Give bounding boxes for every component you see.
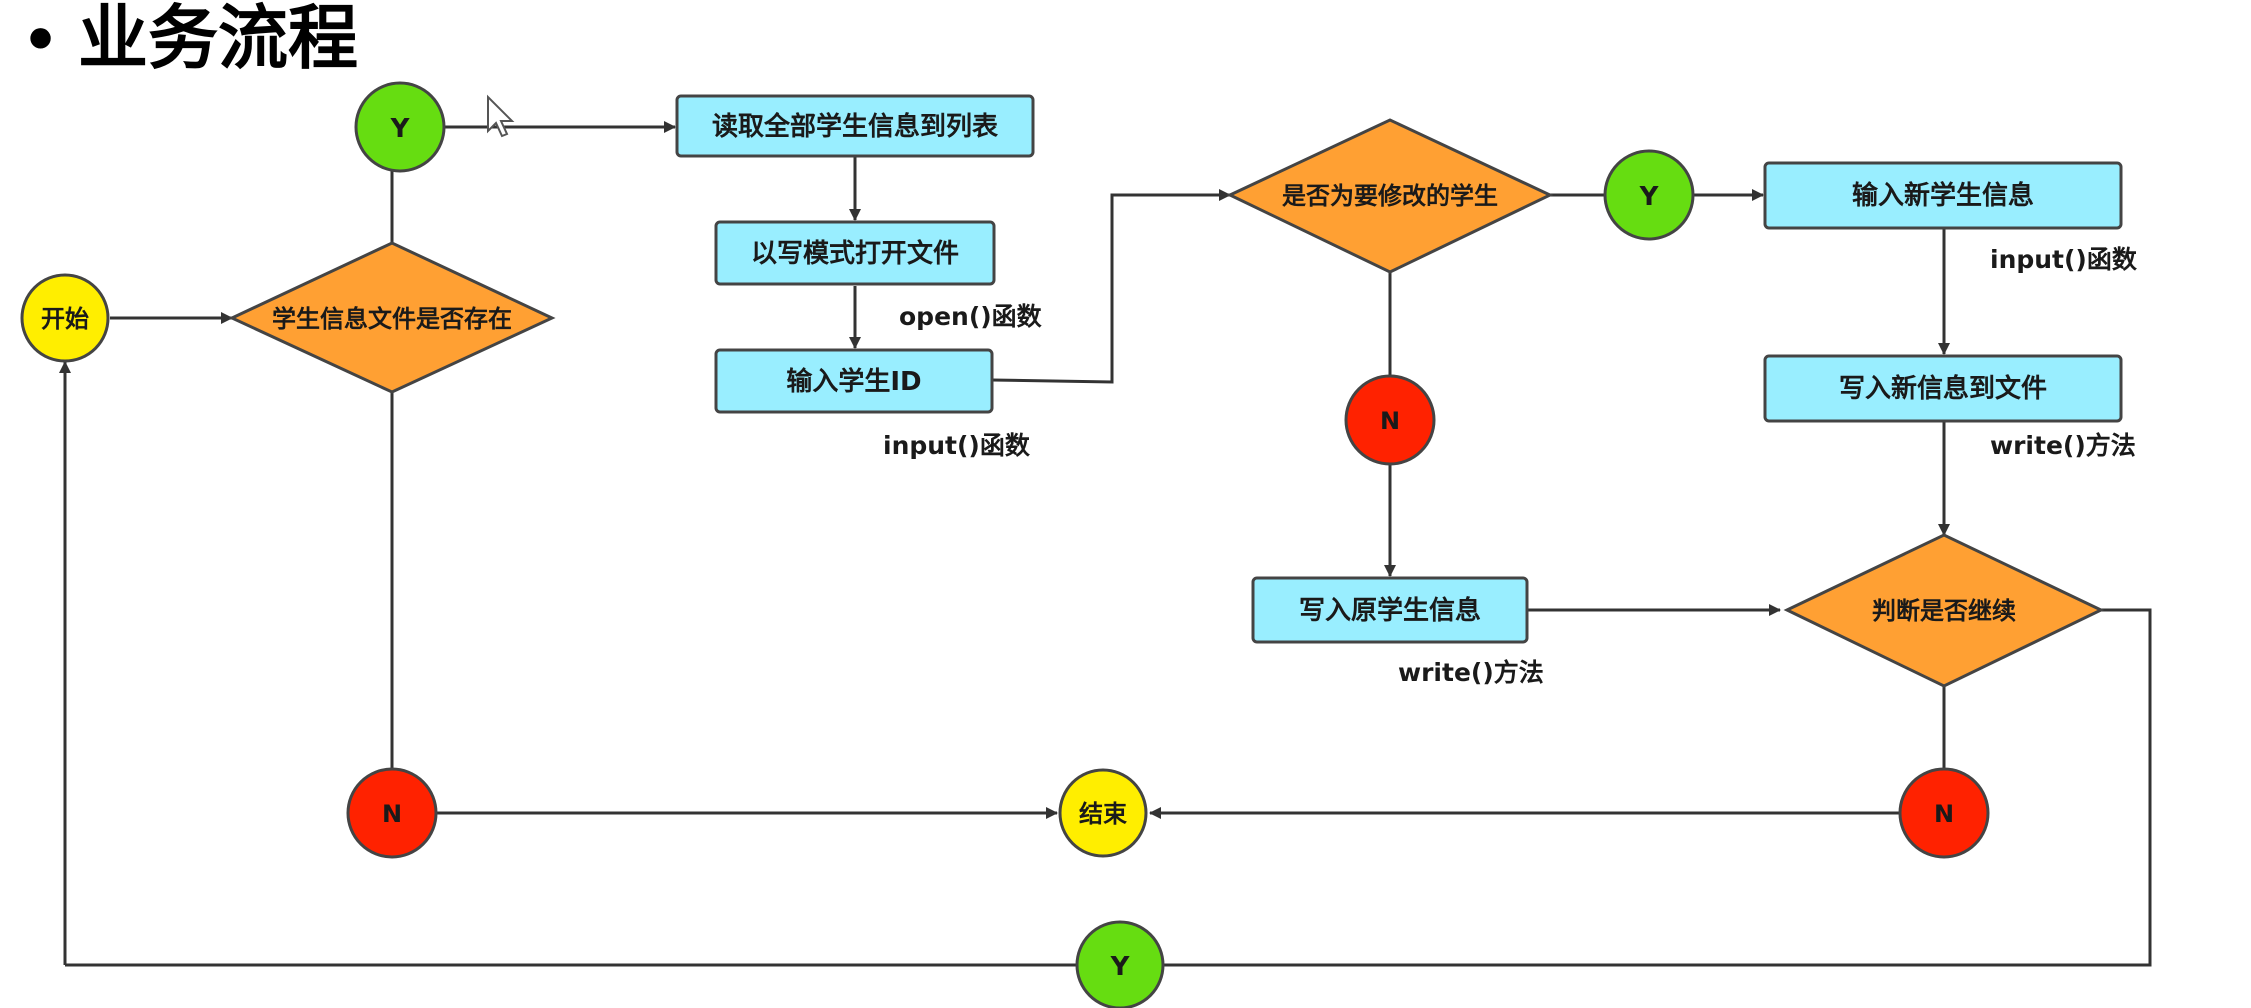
process-open-write-label: 以写模式打开文件 [751,238,959,269]
yes-node-continue-label: Y [1110,952,1131,982]
process-input-id-label: 输入学生ID [786,366,921,397]
annotation-open-func: open()函数 [899,302,1043,331]
no-node-file: N [346,767,438,859]
yes-node-file-label: Y [390,114,411,144]
title-bullet: • [22,6,59,74]
no-node-file-label: N [382,800,402,828]
decision-is-target-label: 是否为要修改的学生 [1282,182,1498,210]
process-write-new-label: 写入新信息到文件 [1839,373,2047,404]
edge-input-to-decision2 [991,189,1231,384]
yes-node-target-label: Y [1639,182,1660,212]
process-open-write: 以写模式打开文件 [714,220,996,286]
process-input-new: 输入新学生信息 [1763,161,2123,230]
start-label: 开始 [41,305,89,333]
connectors [59,121,2152,967]
no-node-target-label: N [1380,407,1400,435]
decision-is-target: 是否为要修改的学生 [1226,118,1554,274]
process-write-new: 写入新信息到文件 [1763,354,2123,423]
process-read-all: 读取全部学生信息到列表 [675,94,1035,158]
decision-file-exists-label: 学生信息文件是否存在 [272,305,512,333]
yes-node-target: Y [1603,149,1695,241]
process-write-orig-label: 写入原学生信息 [1299,595,1481,626]
process-input-new-label: 输入新学生信息 [1852,180,2034,211]
annotation-input-func-1: input()函数 [883,431,1031,460]
edge-continue-loop [1160,608,2152,967]
end-node: 结束 [1058,768,1148,858]
mouse-cursor-icon [487,94,515,138]
page-title: 业务流程 [78,0,358,79]
no-node-continue: N [1898,767,1990,859]
annotation-write-method-2: write()方法 [1398,658,1544,687]
process-read-all-label: 读取全部学生信息到列表 [712,111,999,142]
annotation-write-method-1: write()方法 [1990,431,2136,460]
decision-continue: 判断是否继续 [1783,533,2105,688]
process-input-id: 输入学生ID [714,348,994,414]
end-label: 结束 [1079,800,1128,828]
decision-file-exists: 学生信息文件是否存在 [228,241,556,394]
process-write-orig: 写入原学生信息 [1251,576,1529,644]
no-node-target: N [1344,374,1436,466]
no-node-continue-label: N [1934,800,1954,828]
yes-node-continue: Y [1075,920,1165,1008]
annotation-input-func-2: input()函数 [1990,245,2138,274]
yes-node-file: Y [354,81,446,173]
decision-continue-label: 判断是否继续 [1872,597,2016,625]
start-node: 开始 [20,273,110,363]
